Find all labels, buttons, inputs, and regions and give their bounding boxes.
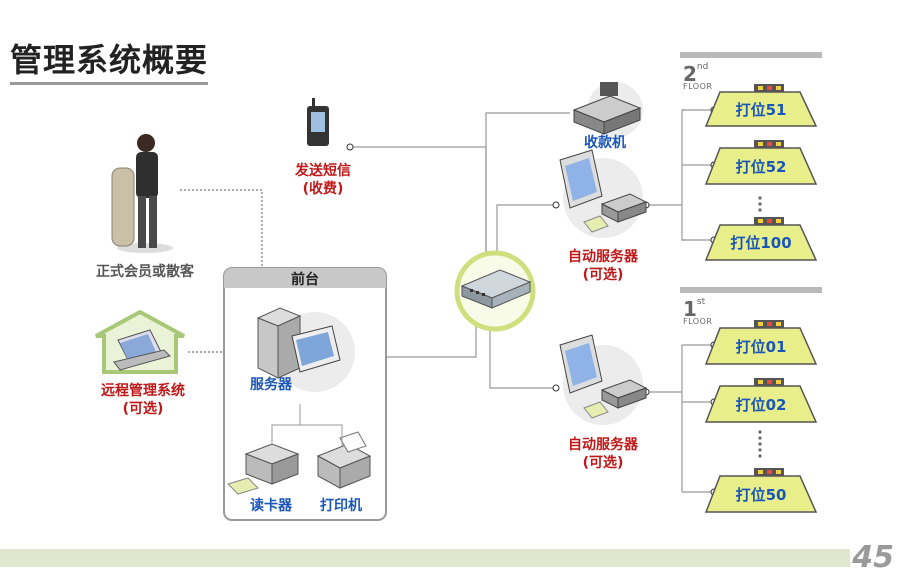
- bay-label-100: 打位100: [730, 234, 792, 252]
- customer-figure-icon: [111, 134, 173, 253]
- bay-label-02: 打位02: [735, 396, 787, 414]
- cash-register-icon: [572, 82, 643, 138]
- network-switch-icon: [454, 250, 536, 332]
- server-label: 服务器: [250, 377, 292, 393]
- bay-label-01: 打位01: [735, 338, 787, 356]
- bay-dots-floor2: [758, 196, 762, 212]
- bay-dots-floor1: [758, 430, 762, 458]
- sms-label-line2: (收费): [302, 181, 344, 197]
- switch-up-link: [485, 112, 570, 290]
- bay-label-51: 打位51: [735, 101, 787, 119]
- remote-house-icon: [95, 309, 185, 374]
- customer-link: [180, 189, 263, 268]
- customer-label: 正式会员或散客: [96, 264, 194, 280]
- page-number: 45: [852, 540, 894, 575]
- kiosk-top-label-line2: (可选): [582, 267, 624, 283]
- bay-label-52: 打位52: [735, 158, 787, 176]
- card-reader-icon: [227, 443, 300, 495]
- floor1-suffix: st: [696, 297, 706, 307]
- bay-mat-100: [704, 217, 818, 261]
- bay-mat-50: [704, 468, 818, 513]
- kiosk-top-label-line1: 自动服务器: [568, 249, 638, 265]
- printer-label: 打印机: [320, 498, 362, 514]
- server-computer-icon: [256, 307, 355, 392]
- kiosk-bottom-label-line2: (可选): [582, 455, 624, 471]
- bay-mat-02: [704, 378, 818, 423]
- floor2-word: FLOOR: [683, 82, 713, 91]
- floor2-suffix: nd: [696, 62, 709, 72]
- bay-mat-51: [704, 84, 818, 127]
- floor2-bar: [680, 52, 822, 58]
- card-reader-label: 读卡器: [250, 498, 292, 514]
- sms-label-line1: 发送短信: [295, 163, 351, 179]
- front-desk-label: 前台: [291, 272, 319, 288]
- floor1-word: FLOOR: [683, 317, 713, 326]
- kiosk-top-icon: [559, 149, 648, 238]
- bay-mat-01: [704, 320, 818, 365]
- switch-kiosk-bottom-link: [489, 310, 556, 389]
- floor2-label: 2nd FLOOR: [683, 62, 712, 91]
- kiosk-bottom-icon: [559, 334, 648, 425]
- bay-label-50: 打位50: [735, 486, 787, 504]
- remote-label-line2: (可选): [122, 401, 164, 417]
- footer-bar: [0, 549, 850, 567]
- bay-mat-52: [704, 140, 818, 185]
- floor1-bar: [680, 287, 822, 293]
- floor2-bus: [681, 109, 686, 241]
- cash-register-label: 收款机: [584, 135, 626, 151]
- floor1-number: 1: [683, 297, 697, 321]
- floor1-label: 1st FLOOR: [683, 297, 712, 326]
- mobile-phone-icon: [307, 98, 329, 146]
- page-title: 管理系统概要: [10, 40, 209, 85]
- floor2-number: 2: [683, 62, 697, 86]
- printer-icon: [316, 431, 372, 489]
- remote-label-line1: 远程管理系统: [101, 383, 185, 399]
- kiosk-bottom-label-line1: 自动服务器: [568, 437, 638, 453]
